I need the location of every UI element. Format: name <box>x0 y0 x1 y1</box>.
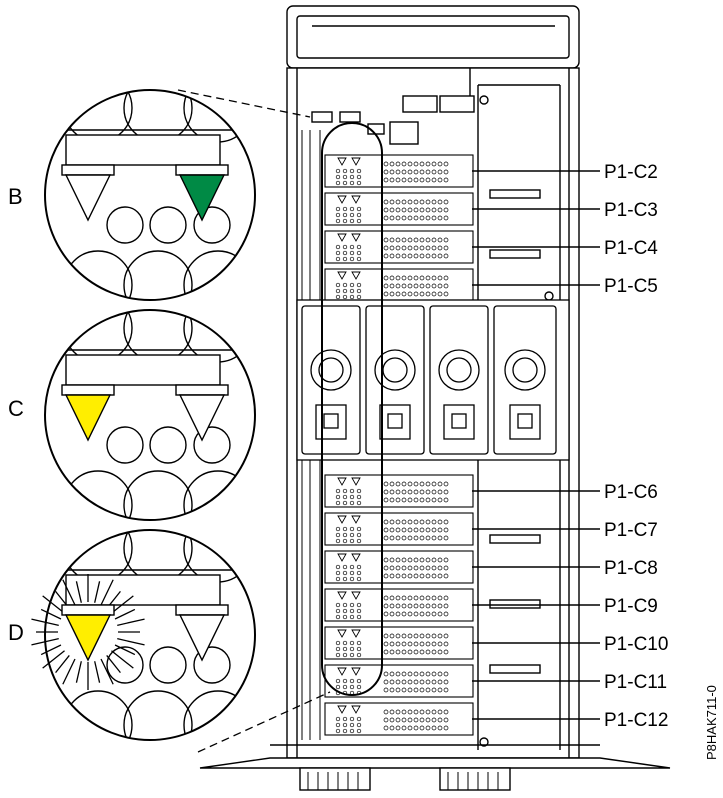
pcie-slot-bay <box>325 627 473 659</box>
pcie-slot-bay <box>325 269 473 301</box>
svg-text:P1-C8: P1-C8 <box>604 558 658 579</box>
svg-text:P1-C11: P1-C11 <box>604 672 667 693</box>
pcie-slot-bay <box>325 231 473 263</box>
svg-text:P1-C3: P1-C3 <box>604 200 658 221</box>
callout-d: D <box>8 514 255 759</box>
svg-text:P1-C6: P1-C6 <box>604 482 658 503</box>
callout-letter-c: C <box>8 396 24 421</box>
svg-text:P1-C2: P1-C2 <box>604 162 658 183</box>
callout-letter-b: B <box>8 184 23 209</box>
callout-letter-d: D <box>8 620 24 645</box>
figure-id: P8HAK711-0 <box>704 685 719 760</box>
svg-text:P1-C4: P1-C4 <box>604 238 658 259</box>
pcie-slot-bay <box>325 703 473 735</box>
svg-text:P1-C12: P1-C12 <box>604 710 668 731</box>
callout-c: C <box>8 294 255 539</box>
pcie-slot-bay <box>325 475 473 507</box>
pcie-slot-bay <box>325 155 473 187</box>
callout-b: B <box>8 74 255 319</box>
svg-text:P1-C9: P1-C9 <box>604 596 658 617</box>
power-supply-bay <box>297 300 569 460</box>
pcie-slot-bay <box>325 551 473 583</box>
pcie-slot-bay <box>325 665 473 697</box>
pcie-slot-bay <box>325 193 473 225</box>
pcie-slot-bay <box>325 513 473 545</box>
svg-text:P1-C5: P1-C5 <box>604 276 658 297</box>
svg-text:P1-C7: P1-C7 <box>604 520 658 541</box>
pcie-slot-bay <box>325 589 473 621</box>
svg-text:P1-C10: P1-C10 <box>604 634 668 655</box>
